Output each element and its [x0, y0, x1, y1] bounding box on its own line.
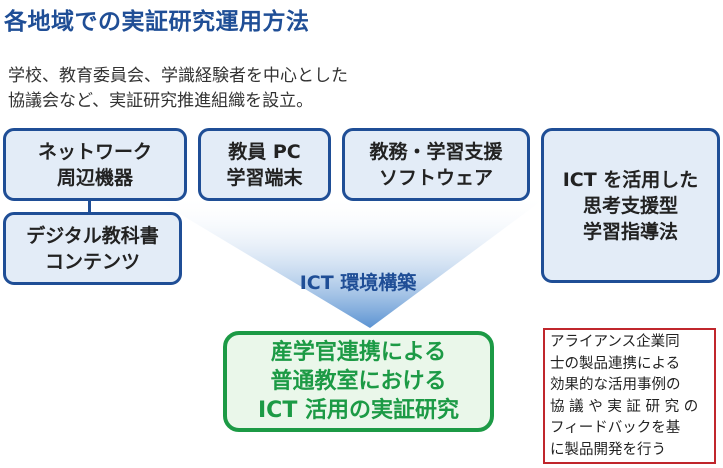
box-line: ソフトウェア: [378, 166, 493, 189]
box-line: 学習端末: [226, 166, 303, 189]
note-box: アライアンス企業同 士の製品連携による 効果的な活用事例の 協 議 や 実 証 …: [543, 328, 716, 464]
connector-line: [88, 200, 91, 214]
result-line: 普通教室における: [270, 369, 447, 394]
box-line: 思考支援型: [582, 194, 678, 217]
box-line: 周辺機器: [56, 166, 133, 189]
note-line: フィードバックを基: [550, 420, 681, 436]
box-line: 学習指導法: [582, 220, 678, 243]
box-line: コンテンツ: [44, 250, 140, 273]
result-box: 産学官連携による 普通教室における ICT 活用の実証研究: [223, 331, 494, 432]
note-line: に製品開発を行う: [550, 441, 666, 458]
intro-line: 協議会など、実証研究推進組織を設立。: [8, 91, 314, 111]
box-digital-textbook: デジタル教科書 コンテンツ: [3, 212, 182, 285]
result-line: ICT 活用の実証研究: [258, 398, 459, 423]
note-line: アライアンス企業同: [550, 334, 680, 350]
box-line: ネットワーク: [37, 140, 152, 163]
note-line: 効果的な活用事例の: [550, 377, 681, 393]
note-line: 士の製品連携による: [550, 355, 681, 372]
funnel-label: ICT 環境構築: [299, 272, 417, 294]
box-line: デジタル教科書: [26, 224, 159, 247]
note-line: 協 議 や 実 証 研 究 の: [550, 398, 699, 415]
page-title: 各地域での実証研究運用方法: [4, 9, 310, 35]
box-line: ICT を活用した: [562, 168, 699, 191]
box-ict-guidance: ICT を活用した 思考支援型 学習指導法: [541, 128, 720, 283]
box-line: 教務・学習支援: [369, 140, 503, 163]
box-teacher-pc: 教員 PC 学習端末: [198, 128, 331, 201]
box-line: 教員 PC: [228, 140, 301, 163]
box-network-peripherals: ネットワーク 周辺機器: [3, 128, 187, 201]
funnel-shape: [150, 196, 548, 328]
result-line: 産学官連携による: [270, 340, 447, 365]
intro-text: 学校、教育委員会、学識経験者を中心とした 協議会など、実証研究推進組織を設立。: [8, 64, 348, 114]
intro-line: 学校、教育委員会、学識経験者を中心とした: [8, 66, 348, 86]
box-software: 教務・学習支援 ソフトウェア: [342, 128, 530, 201]
